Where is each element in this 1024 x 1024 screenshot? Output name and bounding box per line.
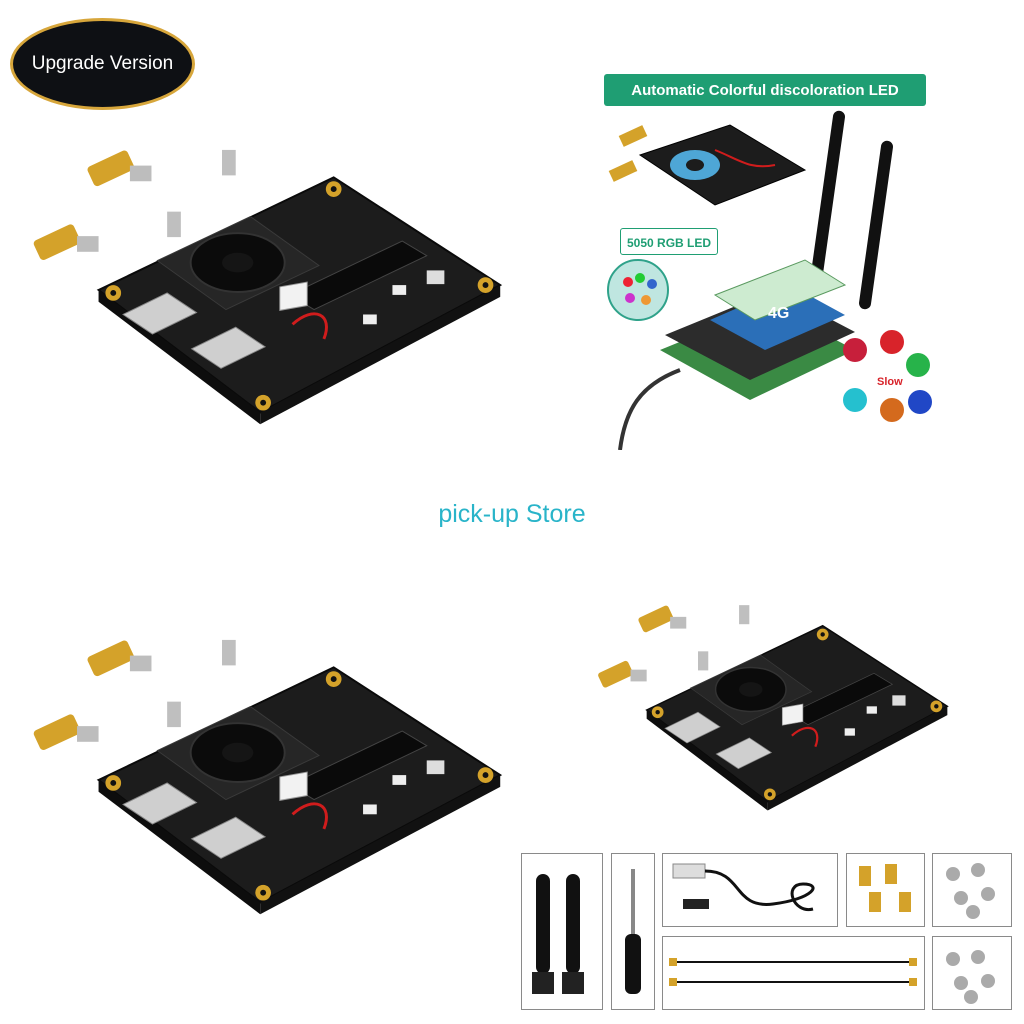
rgb-led-tag: 5050 RGB LED xyxy=(620,228,719,255)
rgb-led-label: 5050 RGB LED xyxy=(627,236,712,250)
antennas-icon xyxy=(532,874,584,994)
led-banner-label: Automatic Colorful discoloration LED xyxy=(631,81,899,99)
brass-standoffs-icon xyxy=(859,864,911,912)
usb-cable-icon xyxy=(672,863,815,911)
accessory-antennas xyxy=(521,853,603,1010)
upgrade-version-badge: Upgrade Version xyxy=(10,18,195,110)
screws-icon-b xyxy=(946,950,995,1004)
module-4g-label: 4G xyxy=(768,305,789,322)
badge-label: Upgrade Version xyxy=(31,53,174,74)
product-scene: 4G Slow xyxy=(607,110,932,450)
accessory-screws-b xyxy=(932,936,1012,1010)
pcb-board-bottom-right xyxy=(596,603,949,812)
accessory-standoffs xyxy=(846,853,925,927)
ipex-cables-icon xyxy=(669,958,917,986)
pcb-board-top-left xyxy=(30,147,502,426)
accessory-screwdriver xyxy=(611,853,655,1010)
pcb-board-bottom-left xyxy=(30,637,502,916)
store-watermark: pick-up Store xyxy=(438,500,586,528)
led-banner: Automatic Colorful discoloration LED xyxy=(604,74,926,106)
screws-icon xyxy=(946,863,995,919)
accessory-screws-a xyxy=(932,853,1012,927)
accessory-ipex-cables xyxy=(662,936,925,1010)
slow-label: Slow xyxy=(877,376,903,388)
accessory-usb-cable xyxy=(662,853,838,927)
screwdriver-icon xyxy=(625,869,641,994)
